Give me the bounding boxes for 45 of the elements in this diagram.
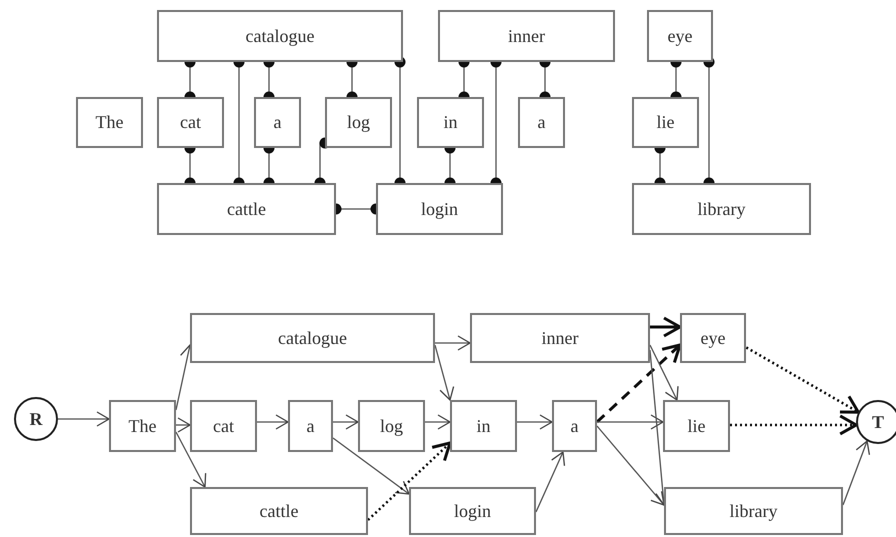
arrow — [649, 344, 679, 401]
word-box: cat — [190, 400, 257, 452]
word-box: eye — [680, 313, 746, 363]
word-box: eye — [647, 10, 713, 62]
arrow — [596, 426, 665, 506]
word-box: log — [325, 97, 392, 148]
word-box: in — [417, 97, 484, 148]
arrow — [425, 414, 451, 430]
arrow — [434, 344, 454, 401]
word-box: inner — [470, 313, 650, 363]
arrow — [257, 414, 289, 430]
arrow — [842, 440, 870, 506]
word-box: library — [632, 183, 811, 235]
word-box: lie — [632, 97, 699, 148]
word-box: cat — [157, 97, 224, 148]
word-box: inner — [438, 10, 615, 62]
word-box: library — [664, 487, 843, 535]
arrow — [730, 414, 858, 436]
word-box: a — [552, 400, 597, 452]
arrow — [175, 432, 206, 488]
word-box: catalogue — [157, 10, 403, 62]
word-box: login — [409, 487, 536, 535]
arrow — [597, 414, 664, 430]
word-box: cattle — [190, 487, 368, 535]
word-box: cattle — [157, 183, 336, 235]
arrow — [535, 451, 566, 512]
word-box: a — [254, 97, 301, 148]
arrow — [367, 442, 452, 521]
word-box: log — [358, 400, 425, 452]
word-box: a — [288, 400, 333, 452]
word-box: The — [109, 400, 176, 452]
word-box: catalogue — [190, 313, 435, 363]
arrow — [596, 344, 682, 424]
arrow — [333, 414, 359, 430]
word-box: lie — [663, 400, 730, 452]
word-box: in — [450, 400, 517, 452]
arrow — [517, 414, 553, 430]
arrow — [176, 417, 191, 433]
word-box: login — [376, 183, 503, 235]
arrow — [650, 316, 682, 338]
arrow — [58, 411, 110, 427]
word-box: a — [518, 97, 565, 148]
arrow — [332, 437, 410, 495]
arrow — [435, 335, 471, 351]
word-box: The — [76, 97, 143, 148]
